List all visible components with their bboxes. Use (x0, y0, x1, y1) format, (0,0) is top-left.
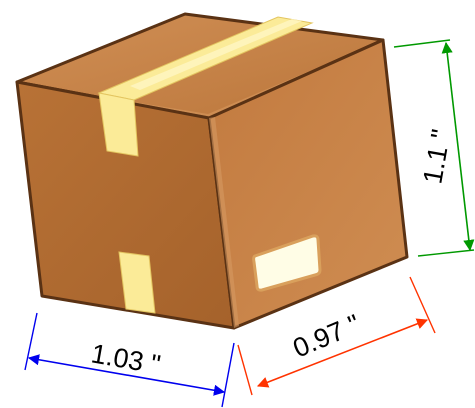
packing-tape-shine (130, 19, 302, 90)
width-dimension: 1.03 " (24, 312, 235, 408)
height-extension-bottom (417, 249, 475, 257)
cardboard-box (15, 12, 409, 330)
width-extension-left (24, 312, 38, 371)
height-label: 1.1 " (417, 127, 456, 186)
depth-label: 0.97 " (289, 309, 365, 364)
height-extension-top (393, 39, 451, 48)
depth-extension-left (237, 344, 253, 396)
depth-extension-right (409, 276, 436, 334)
depth-arrow (256, 318, 429, 388)
width-extension-right (221, 342, 235, 408)
height-dimension: 1.1 " (393, 39, 475, 257)
box-edge-highlight (209, 117, 239, 328)
packing-tape-front-lower (118, 251, 156, 314)
height-arrow (441, 41, 475, 252)
width-label: 1.03 " (89, 338, 163, 380)
packing-tape-front-upper (98, 92, 139, 157)
width-arrow (27, 354, 226, 396)
shipping-label (252, 234, 322, 292)
